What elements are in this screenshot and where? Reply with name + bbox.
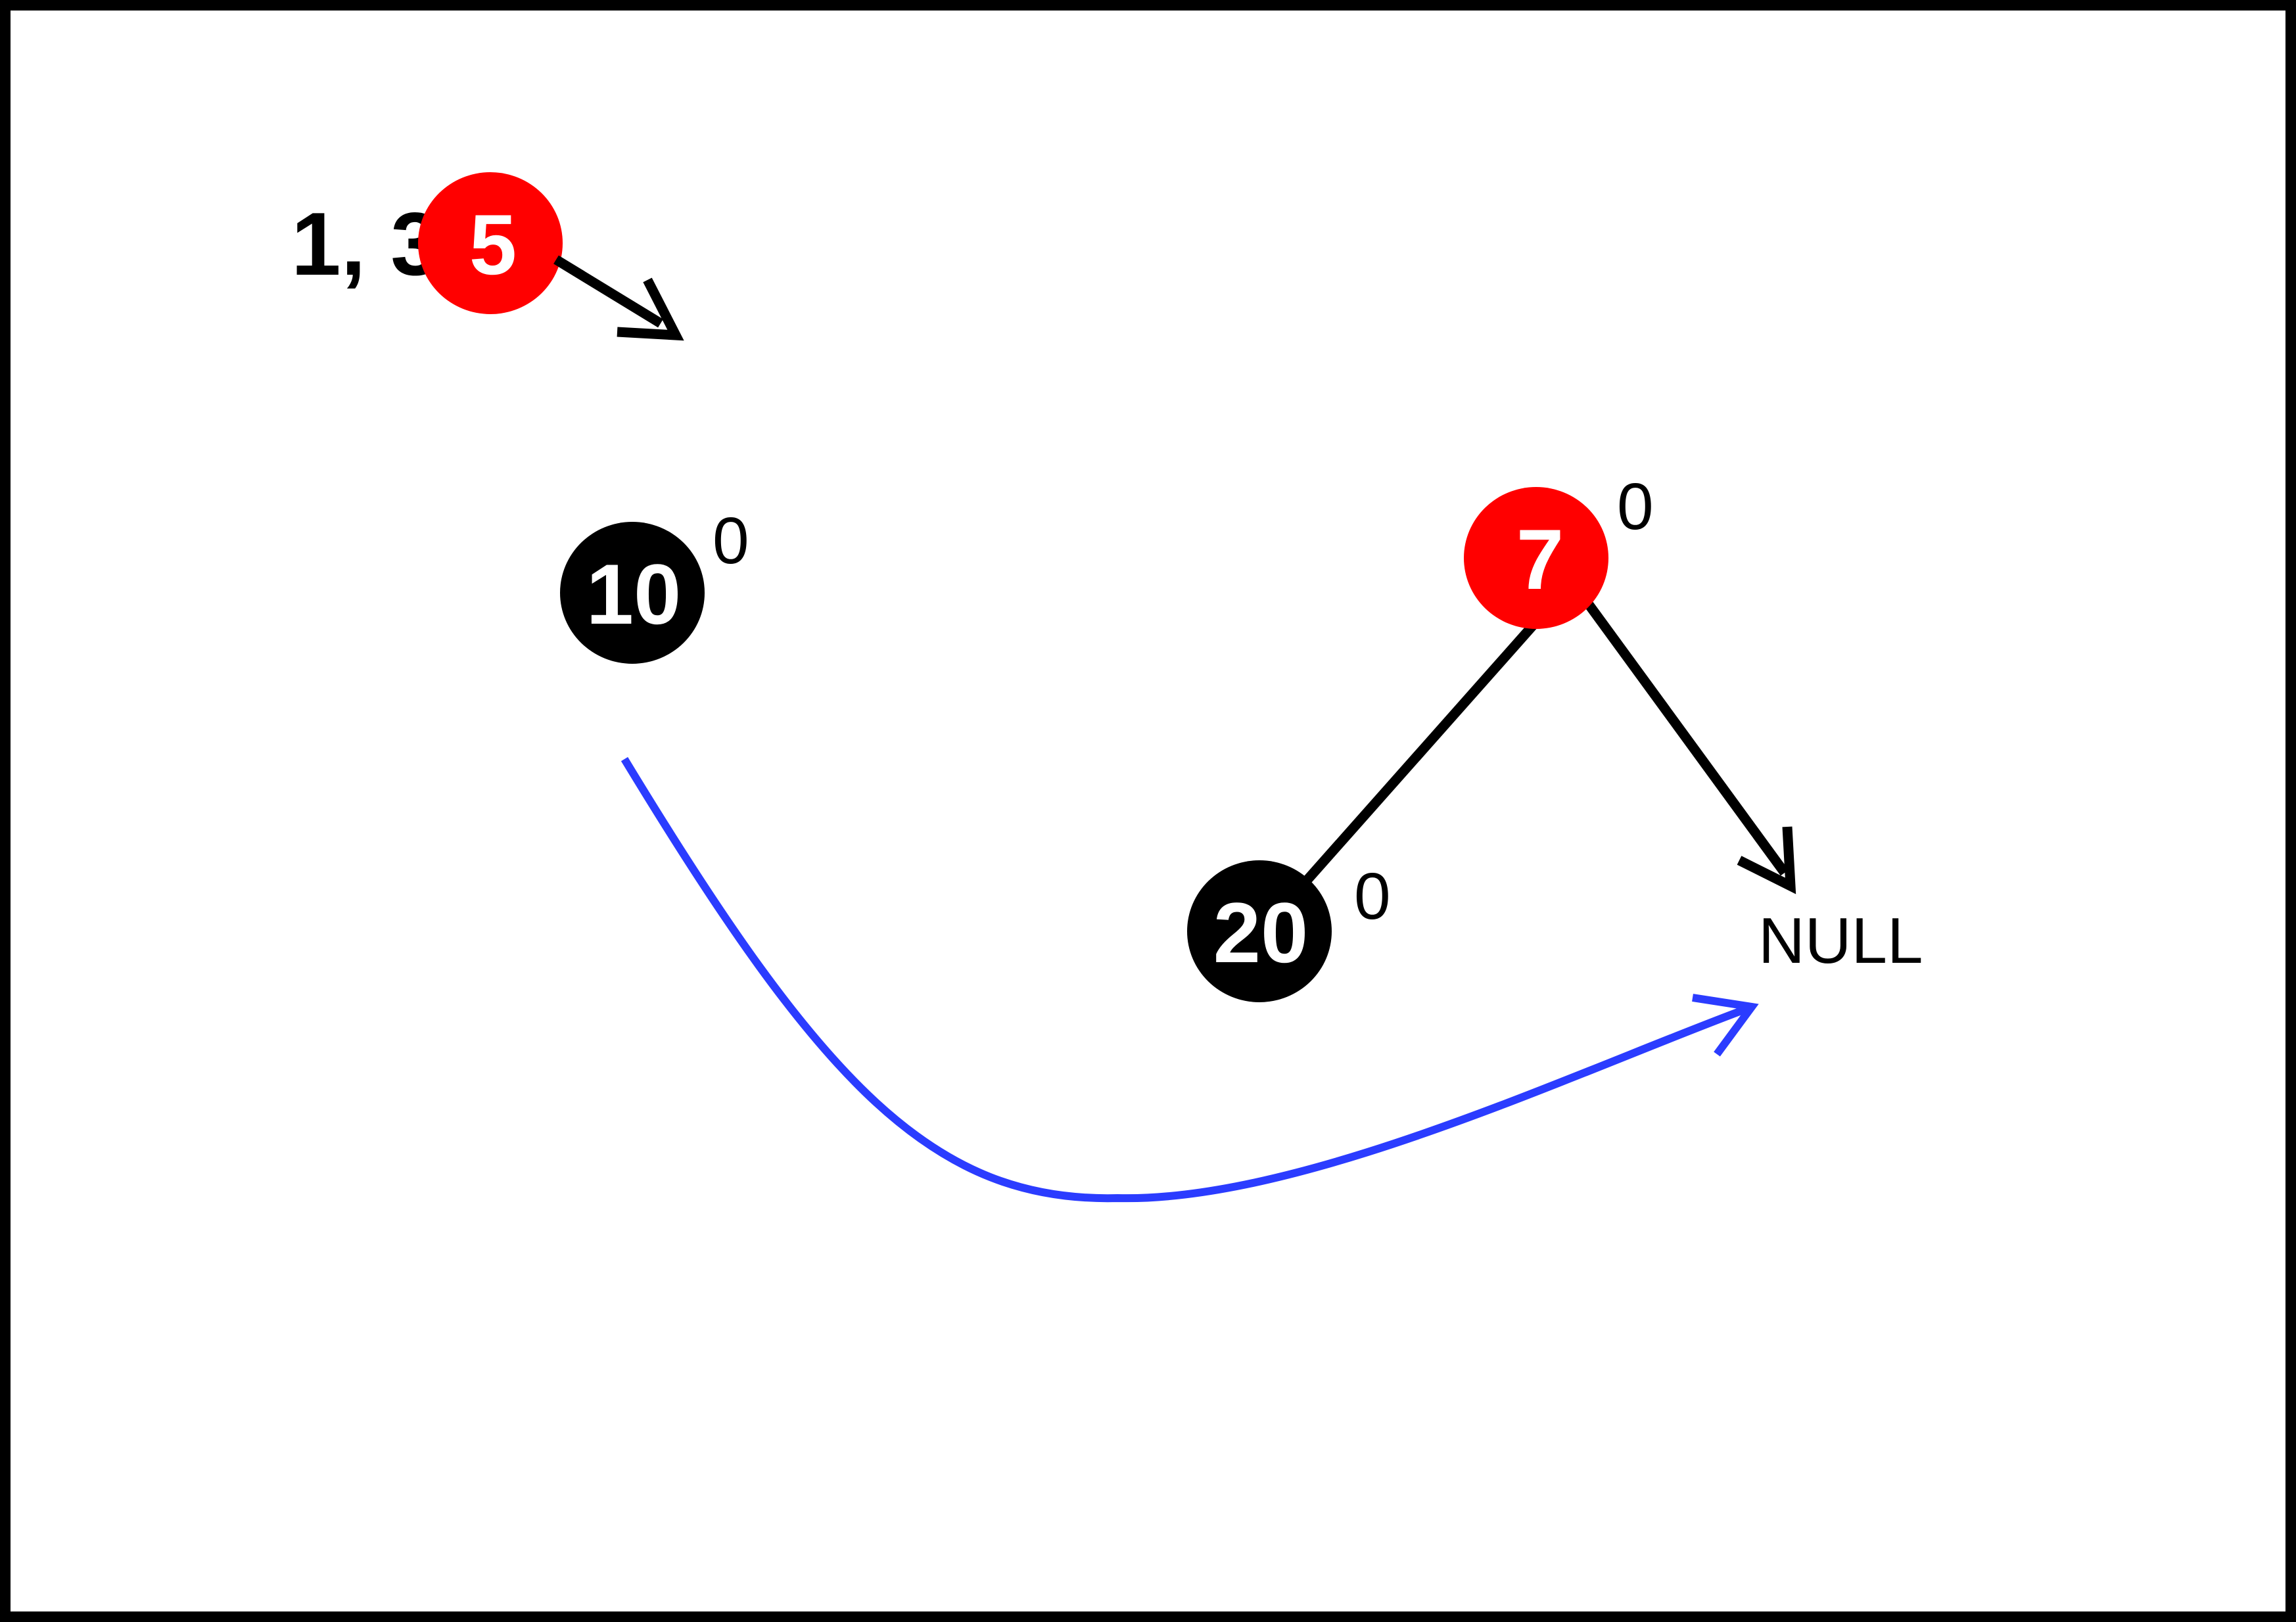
node-7-balance: 0 bbox=[1617, 470, 1654, 544]
current-node-label: 5 bbox=[469, 197, 517, 292]
tree-node-7: 7 bbox=[1464, 487, 1608, 629]
node-10-balance: 0 bbox=[713, 504, 749, 578]
node-7-label: 7 bbox=[1516, 511, 1564, 607]
edge-7-to-null bbox=[1580, 595, 1796, 894]
edge-7-to-20 bbox=[1301, 618, 1541, 885]
current-insert-node: 5 bbox=[418, 172, 563, 314]
node-7-circle bbox=[1464, 487, 1608, 629]
move-arrow bbox=[621, 756, 1759, 1203]
node-10-circle bbox=[560, 522, 705, 664]
null-leaf-label: NULL bbox=[1758, 904, 1923, 977]
insert-direction-arrow bbox=[553, 255, 684, 341]
tree-node-20: 20 bbox=[1187, 860, 1332, 1002]
node-20-circle bbox=[1187, 860, 1332, 1002]
node-20-label: 20 bbox=[1213, 885, 1309, 981]
tree-node-10: 10 bbox=[560, 522, 705, 664]
node-20-balance: 0 bbox=[1354, 860, 1391, 933]
node-10-label: 10 bbox=[586, 546, 682, 642]
current-node-circle bbox=[418, 172, 563, 314]
